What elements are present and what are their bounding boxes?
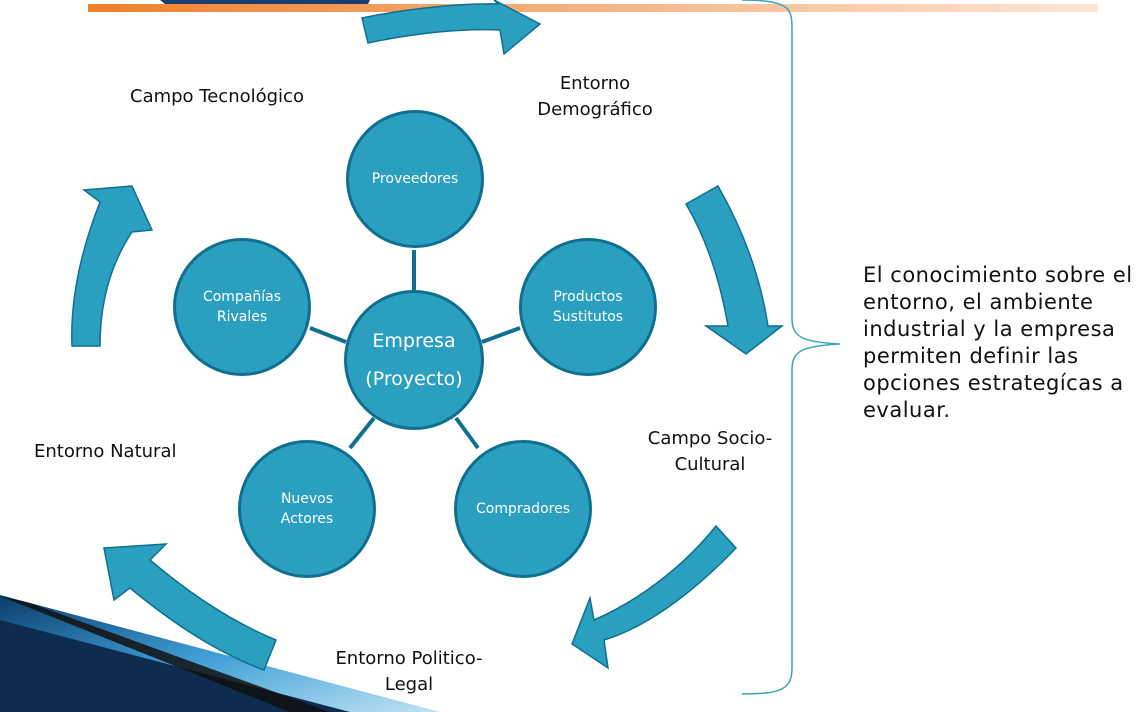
node-nuevos-actores: Nuevos Actores: [238, 440, 376, 578]
node-productos-label-2: Sustitutos: [552, 309, 624, 325]
arrow-right: [684, 184, 785, 355]
center-label-1: Empresa: [372, 330, 456, 352]
node-rivales-label-1: Compañías: [202, 289, 282, 305]
label-entorno-demografico: Entorno Demográfico: [526, 71, 664, 123]
label-politico-2: Legal: [384, 674, 434, 695]
node-productos-sustitutos: Productos Sustitutos: [519, 238, 657, 376]
label-campo-socio-cultural: Campo Socio- Cultural: [638, 426, 782, 478]
label-demografico-2: Demográfico: [537, 99, 653, 120]
center-label-2: (Proyecto): [365, 368, 463, 390]
label-campo-tecnologico: Campo Tecnológico: [130, 86, 304, 107]
node-proveedores: Proveedores: [346, 110, 484, 248]
arrow-top: [361, 0, 542, 56]
label-socio-1: Campo Socio-: [647, 428, 773, 449]
arrow-bottom-left: [103, 543, 277, 671]
arrow-bottom-right: [571, 524, 738, 670]
arrow-left: [71, 185, 154, 347]
node-productos-label-1: Productos: [553, 289, 623, 305]
node-rivales-label-2: Rivales: [216, 309, 268, 325]
corner-wedge-line: [0, 596, 330, 712]
cycle-arrows: [71, 0, 785, 671]
node-compradores: Compradores: [454, 440, 592, 578]
connector-compradores: [454, 416, 480, 450]
label-politico-1: Entorno Politico-: [335, 648, 483, 669]
node-compradores-label: Compradores: [475, 501, 570, 517]
brace-bracket: [741, 0, 841, 695]
node-companias-rivales: Compañías Rivales: [173, 238, 311, 376]
node-proveedores-label: Proveedores: [371, 171, 459, 187]
label-entorno-politico-legal: Entorno Politico- Legal: [324, 646, 494, 698]
label-socio-2: Cultural: [674, 454, 746, 475]
connector-productos: [481, 326, 521, 344]
node-empresa-center: Empresa (Proyecto): [344, 290, 484, 430]
connector-rivales: [309, 326, 347, 344]
label-demografico-1: Entorno: [559, 73, 631, 94]
connector-nuevos: [348, 416, 376, 450]
connectors: [309, 250, 521, 450]
label-entorno-natural: Entorno Natural: [34, 441, 177, 462]
side-note-text: El conocimiento sobre el entorno, el amb…: [863, 263, 1133, 422]
node-nuevos-label-1: Nuevos: [280, 491, 334, 507]
title-fragment: [160, 0, 370, 4]
title-underline-bar: [88, 4, 1098, 12]
node-nuevos-label-2: Actores: [280, 511, 334, 527]
